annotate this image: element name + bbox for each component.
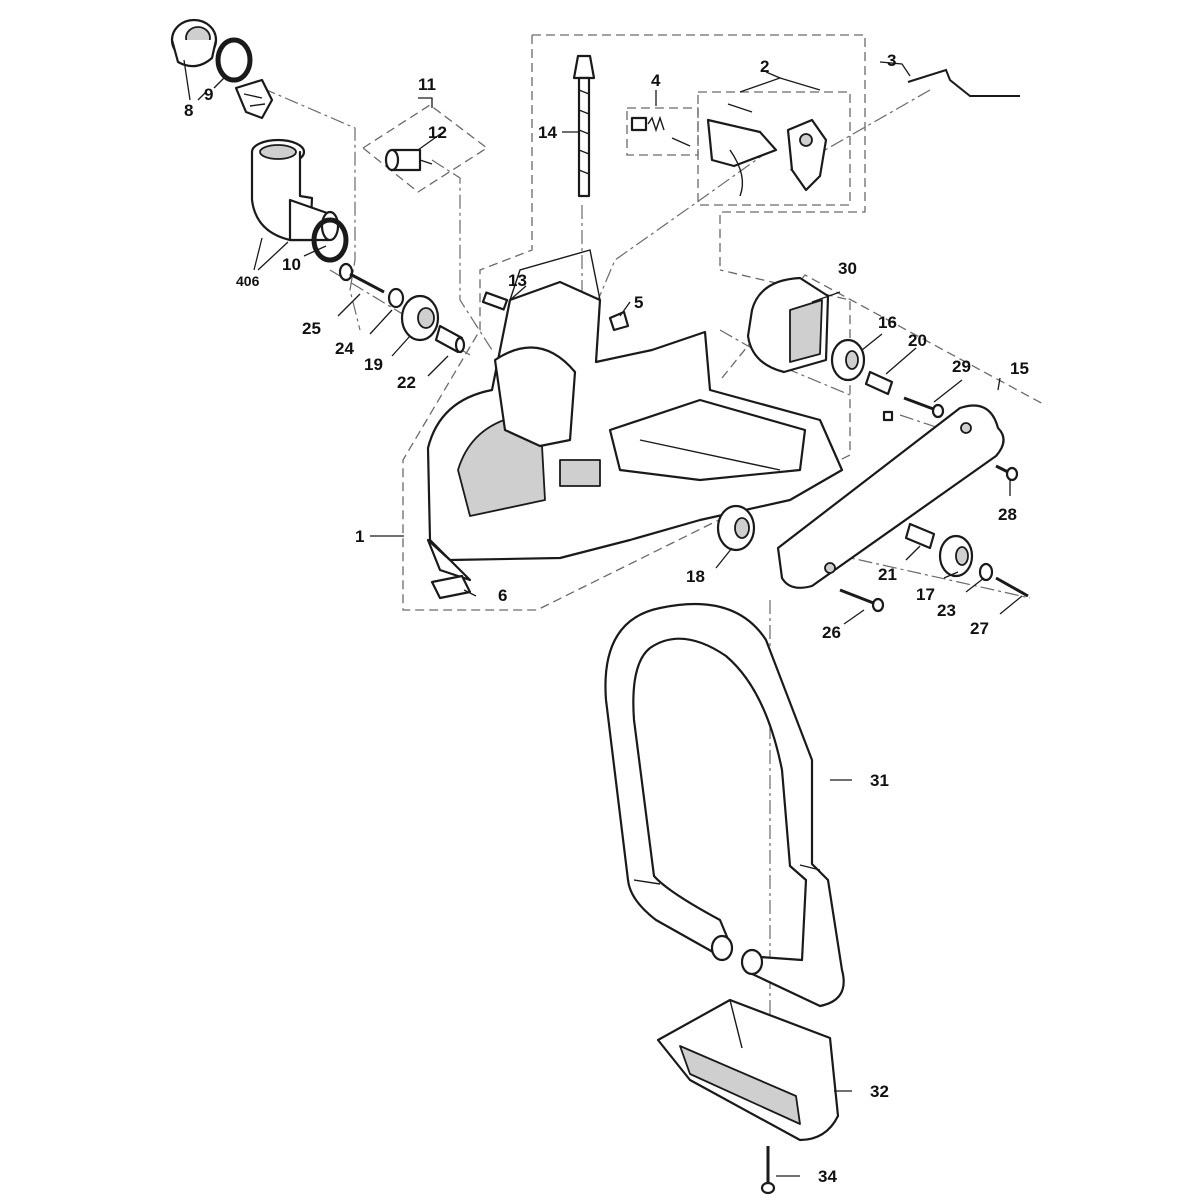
callout-12: 12 <box>428 123 447 142</box>
filter-strap-part <box>234 78 274 120</box>
bushing-lower-part <box>904 522 936 550</box>
callout-15: 15 <box>1010 359 1029 378</box>
callout-34: 34 <box>818 1167 837 1186</box>
callout-23: 23 <box>937 601 956 620</box>
cover-screw-part <box>760 1146 776 1195</box>
handle-cover-part <box>656 998 840 1142</box>
av-buffer-lower-part <box>716 504 756 552</box>
long-screw-part <box>572 54 596 198</box>
front-handle-part <box>604 602 845 1008</box>
throttle-rod-part <box>907 68 1020 97</box>
screw-lower-part <box>995 576 1029 598</box>
spring-assembly-part <box>630 115 691 147</box>
callout-4: 4 <box>651 71 661 90</box>
washer-right-part <box>978 562 994 582</box>
fuel-cap-part <box>170 18 218 68</box>
callout-labels: 1 2 3 4 5 6 8 9 10 11 12 13 14 15 16 17 … <box>184 51 1029 1186</box>
bushing-part <box>434 324 466 354</box>
callout-2: 2 <box>760 57 769 76</box>
callout-6: 6 <box>498 586 507 605</box>
callout-9: 9 <box>204 85 213 104</box>
screw-left-part <box>338 262 385 294</box>
washer-part <box>387 287 405 309</box>
callout-20: 20 <box>908 331 927 350</box>
callout-24: 24 <box>335 339 354 358</box>
callout-27: 27 <box>970 619 989 638</box>
av-buffer-right-part <box>830 338 866 382</box>
throttle-trigger-part <box>706 103 828 197</box>
assembly-axes <box>261 87 1031 1120</box>
callout-406: 406 <box>236 273 260 289</box>
foot-pad-part <box>430 574 472 600</box>
plug-part <box>384 148 433 172</box>
callout-21: 21 <box>878 565 897 584</box>
av-buffer-lower-right-part <box>938 534 974 578</box>
callout-5: 5 <box>634 293 643 312</box>
callout-18: 18 <box>686 567 705 586</box>
callout-8: 8 <box>184 101 193 120</box>
screw-bottom-part <box>839 588 885 613</box>
o-ring-lower-part <box>311 217 349 263</box>
callout-13: 13 <box>508 271 527 290</box>
callout-31: 31 <box>870 771 889 790</box>
clip-part <box>608 310 630 332</box>
elbow-fitting-part <box>250 138 340 242</box>
callout-3: 3 <box>887 51 896 70</box>
callout-32: 32 <box>870 1082 889 1101</box>
handle-bracket-part <box>776 404 1005 589</box>
cover-drum-part <box>746 276 830 374</box>
pin-part <box>481 291 509 311</box>
av-buffer-left-part <box>400 294 440 342</box>
callout-1: 1 <box>355 527 364 546</box>
nut-part <box>882 410 894 422</box>
callout-25: 25 <box>302 319 321 338</box>
housing-part <box>426 249 844 582</box>
callout-30: 30 <box>838 259 857 278</box>
callout-19: 19 <box>364 355 383 374</box>
callout-14: 14 <box>538 123 557 142</box>
callout-29: 29 <box>952 357 971 376</box>
callout-11: 11 <box>418 75 436 94</box>
o-ring-part <box>215 37 253 83</box>
callout-10: 10 <box>282 255 301 274</box>
screw-right-part <box>903 396 945 419</box>
callout-17: 17 <box>916 585 935 604</box>
bushing-right-part <box>864 370 894 396</box>
callout-28: 28 <box>998 505 1017 524</box>
small-screw-part <box>995 464 1019 482</box>
leader-lines <box>183 59 1023 1177</box>
callout-16: 16 <box>878 313 897 332</box>
callout-26: 26 <box>822 623 841 642</box>
callout-22: 22 <box>397 373 416 392</box>
